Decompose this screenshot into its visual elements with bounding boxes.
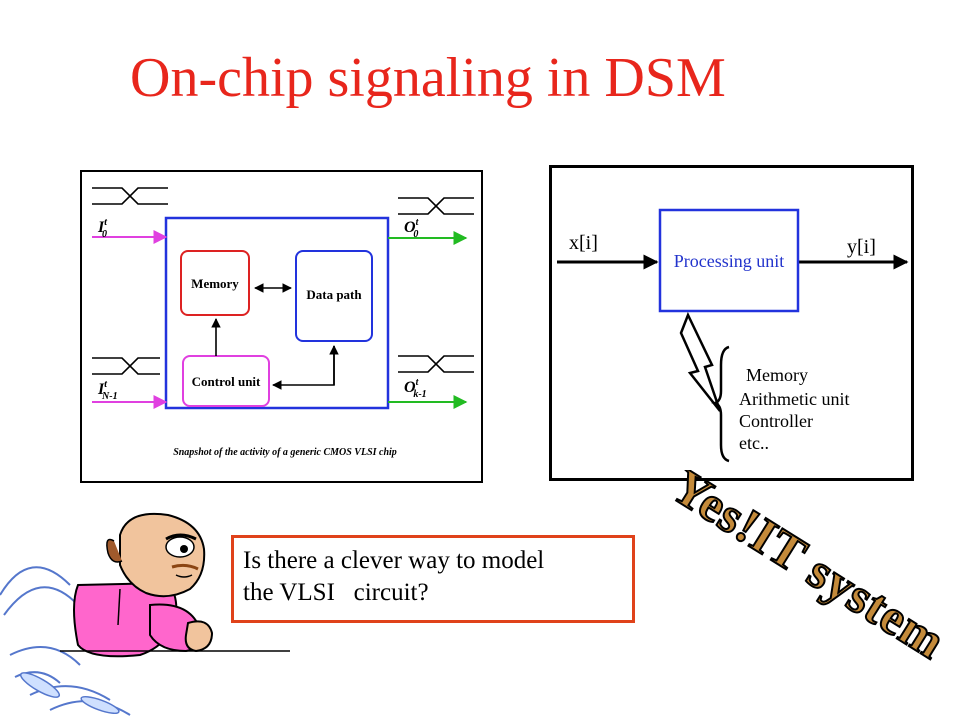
control-block [182, 355, 270, 407]
pink-shirt [73, 581, 178, 658]
chip-diagram-frame [80, 170, 483, 483]
curly-brace-icon [711, 345, 730, 463]
processing-unit-label: Processing unit [674, 251, 785, 271]
slide-title: On-chip signaling in DSM [130, 47, 726, 109]
datapath-block-label: Data path [306, 287, 362, 302]
lightning-bolt-icon [679, 311, 722, 412]
processing-diagram: x[i] y[i] Processing unit Memory Arithme… [549, 165, 914, 481]
component-arithmetic-unit: Arithmetic unit [739, 389, 849, 409]
component-controller: Controller [739, 411, 813, 431]
question-callout: Is there a clever way to model the VLSI … [231, 535, 635, 623]
component-etc: etc.. [739, 433, 769, 453]
chip-diagram-caption: Snapshot of the activity of a generic CM… [173, 447, 397, 458]
transition-glyph-bottom-right [398, 355, 474, 373]
memory-block [180, 250, 250, 316]
stamp-text: Yes!IT system [662, 470, 955, 670]
bald-head [119, 513, 206, 598]
chip-boundary [164, 216, 390, 410]
callout-line-2: the VLSI circuit? [243, 579, 429, 606]
transition-glyph-bottom-left [92, 357, 160, 375]
datapath-block [295, 250, 373, 342]
output-signal-label: y[i] [847, 236, 876, 258]
memory-block-label: Memory [191, 276, 239, 291]
control-block-label: Control unit [192, 374, 261, 389]
transition-glyph-top-left [92, 187, 168, 205]
input-signal-label: x[i] [569, 232, 598, 254]
transition-glyph-top-right [398, 197, 474, 215]
callout-line-1: Is there a clever way to model [243, 547, 545, 574]
thinking-man-illustration [0, 513, 290, 716]
processing-unit-block [658, 208, 800, 313]
yes-it-system-stamp: Yes!IT system [661, 470, 956, 670]
component-memory: Memory [746, 365, 808, 385]
hand [184, 620, 214, 653]
